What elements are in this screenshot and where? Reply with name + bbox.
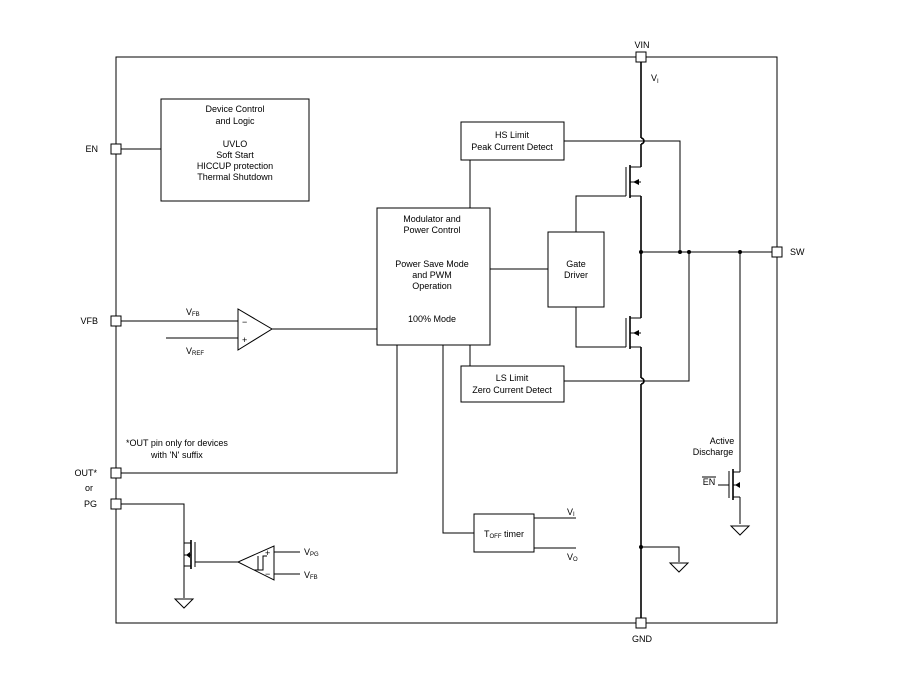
pg-circuit <box>120 503 300 609</box>
hs-sense-wire <box>564 140 681 252</box>
vref-label: VREF <box>186 346 204 357</box>
ls-mosfet <box>625 316 641 349</box>
sw-label: SW <box>790 247 805 257</box>
out-pin-note: *OUT pin only for devices with 'N' suffi… <box>126 438 228 460</box>
ls-limit-block <box>460 365 565 403</box>
out-wire <box>120 345 398 474</box>
svg-text:Zero Current Detect: Zero Current Detect <box>472 385 552 395</box>
svg-text:LS Limit: LS Limit <box>496 373 529 383</box>
chip-outline <box>115 56 778 624</box>
active-discharge-en-label: EN <box>703 477 716 487</box>
svg-text:Soft Start: Soft Start <box>216 150 254 160</box>
modulator-to-toff-wire <box>442 345 474 534</box>
hs-gate-wire <box>575 195 626 232</box>
ls-limit-text: LS Limit Zero Current Detect <box>472 373 552 395</box>
modulator-block <box>376 207 491 346</box>
toff-timer-text: TOFF timer <box>484 529 524 540</box>
amp-plus-sign: + <box>242 335 247 345</box>
hs-limit-block <box>460 121 565 161</box>
ground-tap <box>639 545 690 573</box>
svg-text:Power Save Mode: Power Save Mode <box>395 259 469 269</box>
svg-text:Active: Active <box>710 436 735 446</box>
svg-text:HICCUP protection: HICCUP protection <box>197 161 273 171</box>
error-amplifier <box>120 308 377 351</box>
vfb-pg-label: VFB <box>304 570 318 581</box>
vi-label: VI <box>651 73 659 85</box>
gate-driver-block <box>547 231 605 308</box>
amp-minus-sign: − <box>242 317 247 327</box>
svg-text:HS Limit: HS Limit <box>495 130 530 140</box>
svg-text:Operation: Operation <box>412 281 452 291</box>
vfb-label: VFB <box>80 316 98 326</box>
or-label: or <box>85 483 93 493</box>
en-label: EN <box>85 144 98 154</box>
modulator-text: Modulator and Power Control Power Save M… <box>395 214 469 324</box>
svg-text:Gate: Gate <box>566 259 586 269</box>
svg-text:100% Mode: 100% Mode <box>408 314 456 324</box>
vpg-label: VPG <box>304 547 319 558</box>
svg-text:Driver: Driver <box>564 270 588 280</box>
pg-pin <box>110 498 122 510</box>
active-discharge-mosfet <box>718 252 751 536</box>
toff-timer-block <box>473 513 535 553</box>
pg-comp-plus-sign: + <box>265 548 270 558</box>
svg-text:Discharge: Discharge <box>693 447 734 457</box>
power-bus <box>640 61 645 619</box>
ls-sense-wire <box>564 252 690 382</box>
svg-text:Peak Current Detect: Peak Current Detect <box>471 142 553 152</box>
svg-text:Power Control: Power Control <box>403 225 460 235</box>
vfb-input-label: VFB <box>186 307 200 318</box>
gnd-label: GND <box>632 634 653 644</box>
hs-limit-text: HS Limit Peak Current Detect <box>471 130 553 152</box>
sw-pin <box>771 246 783 258</box>
out-label: OUT* <box>75 468 98 478</box>
svg-text:with 'N' suffix: with 'N' suffix <box>150 450 203 460</box>
active-discharge-text: Active Discharge EN <box>693 436 735 487</box>
svg-text:Thermal Shutdown: Thermal Shutdown <box>197 172 273 182</box>
toff-vi-label: VI <box>567 507 575 518</box>
vfb-pin <box>110 315 122 327</box>
ls-gate-wire <box>575 307 626 348</box>
vin-label: VIN <box>634 40 649 50</box>
device-control-text: Device Control and Logic UVLO Soft Start… <box>197 104 273 182</box>
svg-text:Modulator and: Modulator and <box>403 214 461 224</box>
svg-text:Device Control: Device Control <box>205 104 264 114</box>
pg-comp-minus-sign: − <box>265 569 270 579</box>
hs-mosfet <box>625 165 641 198</box>
gate-driver-text: Gate Driver <box>564 259 588 280</box>
svg-text:*OUT pin only for devices: *OUT pin only for devices <box>126 438 228 448</box>
device-control-block <box>160 98 310 202</box>
pg-label: PG <box>84 499 97 509</box>
out-pin <box>110 467 122 479</box>
vin-pin <box>635 51 647 63</box>
gnd-pin <box>635 617 647 629</box>
svg-text:UVLO: UVLO <box>223 139 248 149</box>
svg-text:and Logic: and Logic <box>215 116 255 126</box>
toff-vo-label: VO <box>567 552 578 563</box>
en-pin <box>110 143 122 155</box>
svg-text:and PWM: and PWM <box>412 270 452 280</box>
